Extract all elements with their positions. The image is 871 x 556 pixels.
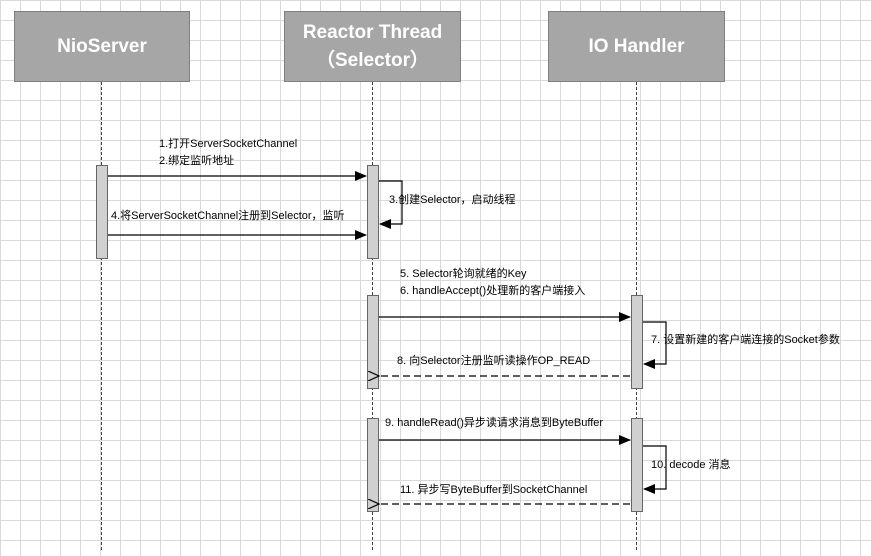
message-label-4: 4.将ServerSocketChannel注册到Selector，监听 xyxy=(111,210,345,222)
lifeline-nioserver xyxy=(101,82,102,550)
message-label-2: 2.绑定监听地址 xyxy=(159,155,235,167)
activation-reactor-2 xyxy=(367,295,379,389)
message-label-10: 10. decode 消息 xyxy=(651,459,731,471)
message-label-1: 1.打开ServerSocketChannel xyxy=(159,138,298,150)
message-label-3: 3.创建Selector，启动线程 xyxy=(389,194,516,206)
participant-nioserver: NioServer xyxy=(14,11,190,82)
activation-reactor-3 xyxy=(367,418,379,512)
participant-io-handler-label: IO Handler xyxy=(588,35,685,57)
message-label-11: 11. 异步写ByteBuffer到SocketChannel xyxy=(400,484,588,496)
activation-reactor-1 xyxy=(367,165,379,259)
activation-io-handler-2 xyxy=(631,418,643,512)
participant-reactor-thread-sublabel: （Selector） xyxy=(316,49,429,71)
message-label-6: 6. handleAccept()处理新的客户端接入 xyxy=(400,285,586,297)
arrow-set-socket-params xyxy=(643,321,667,369)
message-label-7: 7. 设置新建的客户端连接的Socket参数 xyxy=(651,334,840,346)
participant-reactor-thread-label: Reactor Thread xyxy=(302,21,443,43)
message-label-5: 5. Selector轮询就绪的Key xyxy=(400,268,527,280)
message-label-8: 8. 向Selector注册监听读操作OP_READ xyxy=(397,355,591,367)
message-label-9: 9. handleRead()异步读请求消息到ByteBuffer xyxy=(385,417,604,429)
arrow-decode xyxy=(643,445,667,494)
participant-nioserver-label: NioServer xyxy=(57,35,147,57)
participant-io-handler: IO Handler xyxy=(548,11,725,82)
activation-io-handler-1 xyxy=(631,295,643,389)
activation-nioserver xyxy=(96,165,108,259)
arrow-create-selector xyxy=(379,180,403,229)
participant-reactor-thread: Reactor Thread （Selector） xyxy=(284,11,461,82)
